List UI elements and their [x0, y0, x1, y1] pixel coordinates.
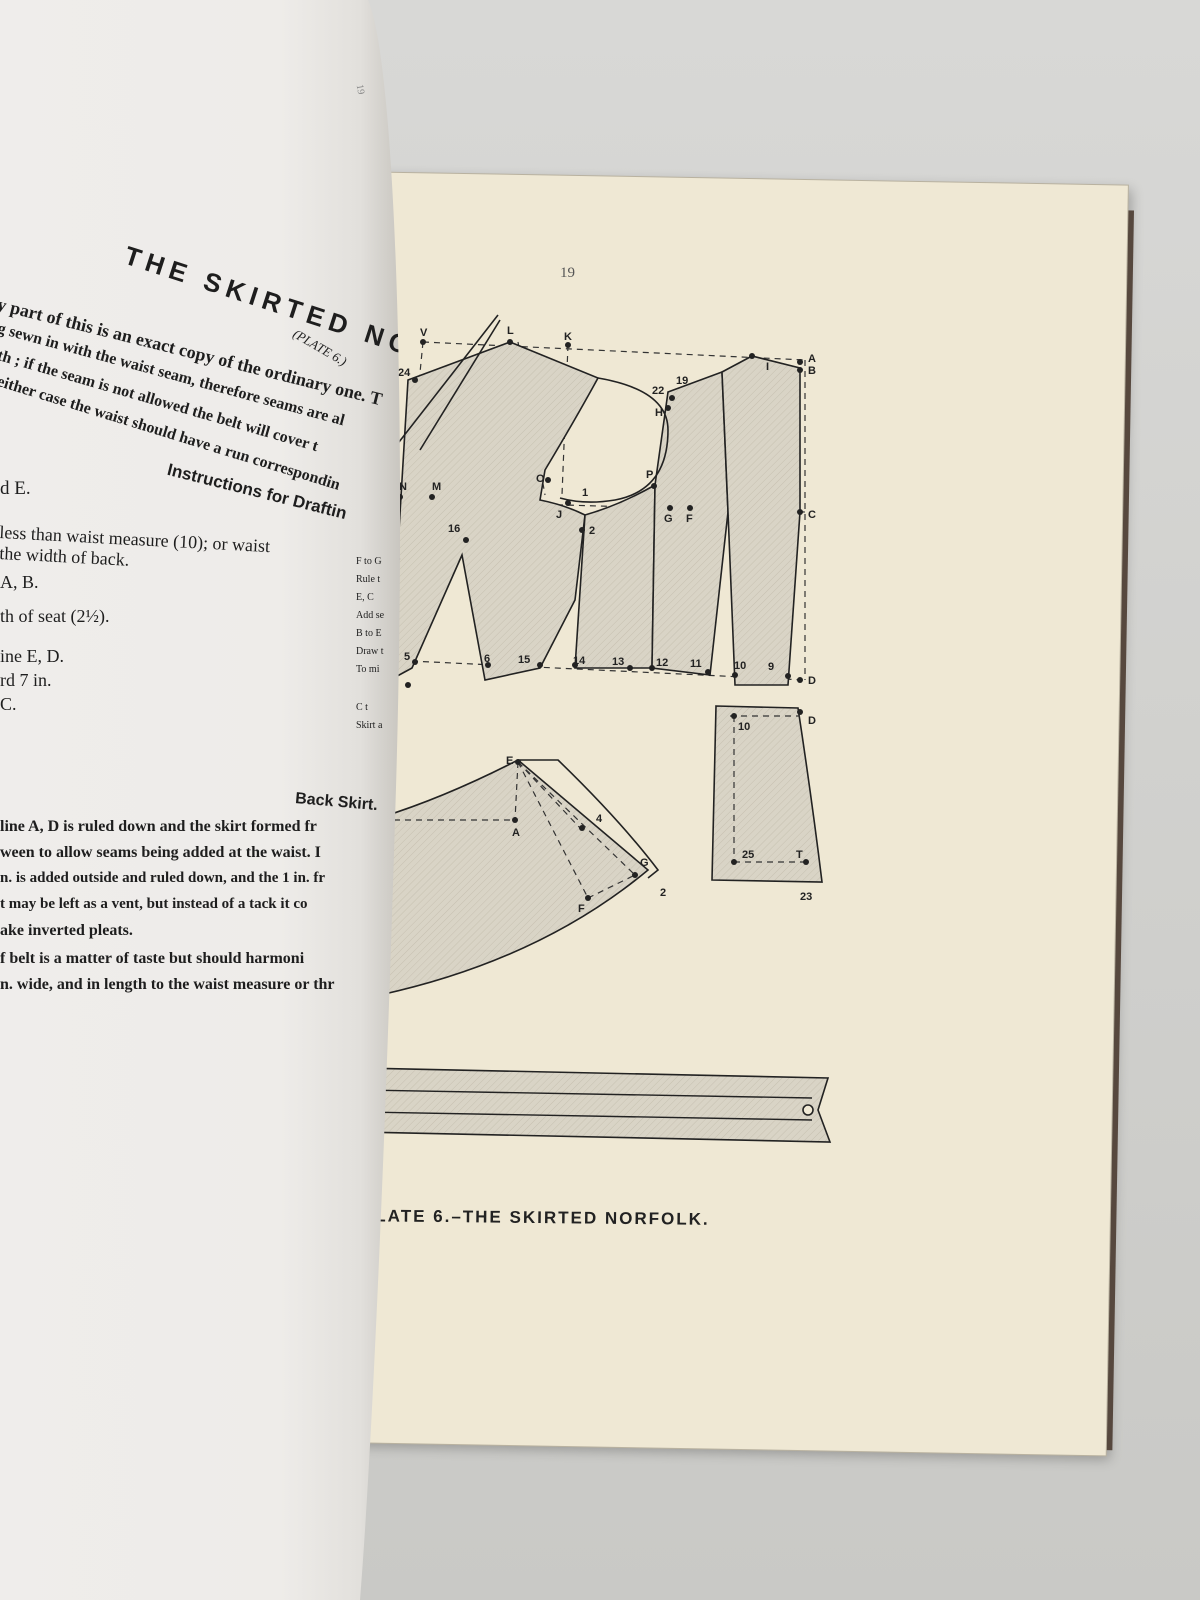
- text-line: ake inverted pleats.: [0, 922, 133, 939]
- svg-text:6: 6: [484, 653, 490, 665]
- text-line: A, B.: [0, 572, 39, 592]
- svg-text:10: 10: [734, 660, 746, 672]
- margin-note: Draw t: [356, 646, 384, 657]
- svg-text:23: 23: [800, 891, 812, 903]
- svg-text:E: E: [506, 755, 513, 767]
- svg-text:F: F: [686, 513, 693, 525]
- corner-mark: 19: [353, 83, 367, 96]
- svg-text:22: 22: [652, 385, 664, 397]
- svg-text:24: 24: [398, 367, 411, 379]
- svg-text:10: 10: [738, 721, 750, 733]
- text-line: d E.: [0, 478, 31, 499]
- margin-note: Skirt a: [356, 720, 383, 731]
- back-skirt-piece: E A 4 G 2 F: [371, 755, 666, 996]
- svg-text:9: 9: [768, 661, 774, 673]
- svg-text:G: G: [640, 857, 649, 869]
- text-line: rd 7 in.: [0, 670, 52, 690]
- text-line: t may be left as a vent, but instead of …: [0, 896, 308, 912]
- svg-text:M: M: [432, 481, 441, 493]
- margin-note: F to G: [356, 556, 382, 567]
- svg-text:T: T: [796, 849, 803, 861]
- text-line: ine E, D.: [0, 646, 64, 666]
- svg-text:16: 16: [448, 523, 460, 535]
- back-piece: [721, 355, 801, 686]
- svg-text:2: 2: [660, 887, 666, 899]
- svg-text:V: V: [420, 327, 428, 339]
- svg-text:G: G: [664, 513, 673, 525]
- section-heading-back-skirt: Back Skirt.: [294, 790, 379, 815]
- svg-text:12: 12: [656, 657, 668, 669]
- svg-text:D: D: [808, 675, 816, 687]
- svg-text:J: J: [556, 509, 562, 521]
- left-page: [0, 0, 400, 1600]
- margin-note: B to E: [356, 628, 382, 639]
- svg-text:4: 4: [596, 813, 603, 825]
- svg-text:H: H: [655, 407, 663, 419]
- svg-text:15: 15: [518, 654, 530, 666]
- text-line: th of seat (2½).: [0, 606, 110, 626]
- plate-caption: PLATE 6.–THE SKIRTED NORFOLK.: [361, 1206, 710, 1229]
- svg-text:P: P: [646, 469, 653, 481]
- side-skirt-piece: D 10 25 T 23: [711, 705, 823, 903]
- pattern-diagram: V L K A B I 24 22 19 H O P N M 1 J G F C…: [361, 314, 832, 1143]
- left-page-text: 19 THE SKIRTED NORFOL (PLATE 6.) y part …: [0, 0, 400, 1600]
- text-line: n. wide, and in length to the waist meas…: [0, 976, 335, 993]
- svg-text:19: 19: [676, 375, 688, 387]
- svg-text:25: 25: [742, 849, 754, 861]
- text-line: n. is added outside and ruled down, and …: [0, 870, 326, 886]
- margin-note: C t: [356, 702, 368, 713]
- svg-text:13: 13: [612, 656, 624, 668]
- margin-note: E, C: [356, 592, 374, 603]
- svg-text:I: I: [766, 361, 769, 373]
- svg-text:A: A: [808, 353, 816, 365]
- margin-note: Rule t: [356, 574, 381, 585]
- draft-points: [389, 339, 803, 688]
- svg-text:11: 11: [690, 658, 702, 670]
- svg-text:C: C: [808, 509, 816, 521]
- svg-text:B: B: [808, 365, 816, 377]
- text-line: ween to allow seams being added at the w…: [0, 844, 321, 861]
- svg-text:14: 14: [573, 655, 586, 667]
- right-page-number: 19: [560, 265, 575, 281]
- margin-note: Add se: [356, 610, 385, 621]
- margin-note: To mi: [356, 664, 380, 675]
- text-line: C.: [0, 694, 17, 714]
- belt-piece: [361, 1067, 832, 1143]
- front-piece: [389, 341, 600, 682]
- svg-text:A: A: [512, 827, 520, 839]
- svg-text:D: D: [808, 715, 816, 727]
- svg-text:5: 5: [404, 651, 410, 663]
- svg-text:1: 1: [582, 487, 588, 499]
- svg-text:2: 2: [589, 525, 595, 537]
- svg-text:O: O: [536, 473, 545, 485]
- text-line: line A, D is ruled down and the skirt fo…: [0, 818, 317, 835]
- svg-text:L: L: [507, 325, 514, 337]
- svg-text:N: N: [399, 481, 407, 493]
- svg-text:K: K: [564, 331, 572, 343]
- text-line: f belt is a matter of taste but should h…: [0, 950, 305, 967]
- side-piece: [574, 483, 656, 669]
- svg-text:F: F: [578, 903, 585, 915]
